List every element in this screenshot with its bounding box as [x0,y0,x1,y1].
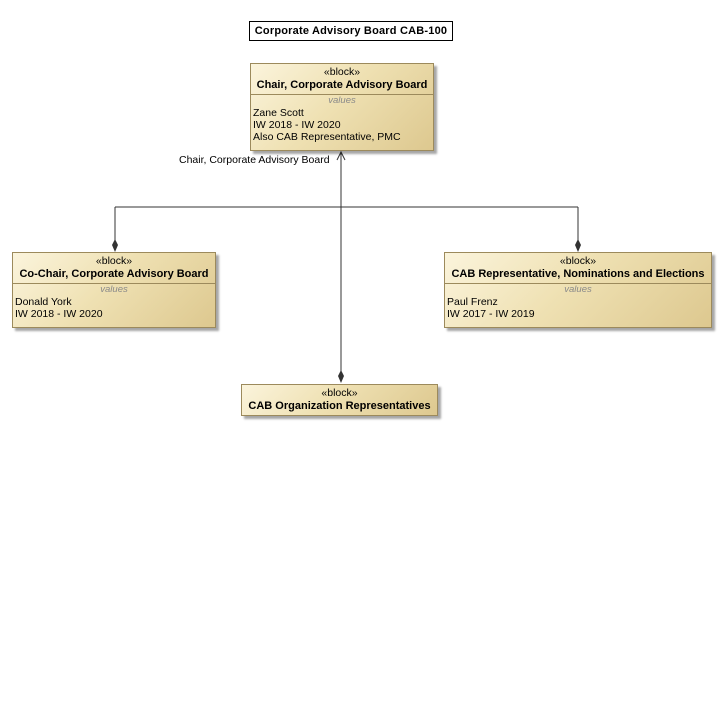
block-chair-header: «block» Chair, Corporate Advisory Board [251,64,433,94]
block-cochair[interactable]: «block» Co-Chair, Corporate Advisory Boa… [12,252,216,328]
values-label: values [100,284,128,295]
block-cochair-values-compartment: values Donald York IW 2018 - IW 2020 [13,283,215,320]
values-label: values [328,95,356,106]
block-nominations[interactable]: «block» CAB Representative, Nominations … [444,252,712,328]
block-cochair-value: IW 2018 - IW 2020 [15,308,103,320]
block-cochair-name: Co-Chair, Corporate Advisory Board [19,268,209,280]
org-reps-composition-diamond [338,370,344,383]
block-org-reps-name: CAB Organization Representatives [248,400,431,412]
block-org-reps[interactable]: «block» CAB Organization Representatives [241,384,438,416]
cochair-composition-diamond [112,239,118,252]
nominations-composition-diamond [575,239,581,252]
diagram-title: Corporate Advisory Board CAB-100 [249,21,453,41]
block-nominations-name: CAB Representative, Nominations and Elec… [451,268,705,280]
block-cochair-value: Donald York [15,296,72,308]
block-stereotype: «block» [323,66,361,78]
block-nominations-value: IW 2017 - IW 2019 [447,308,535,320]
block-nominations-value: Paul Frenz [447,296,498,308]
block-stereotype: «block» [321,387,358,399]
block-cochair-header: «block» Co-Chair, Corporate Advisory Boa… [13,253,215,283]
block-chair-values-compartment: values Zane Scott IW 2018 - IW 2020 Also… [251,94,433,143]
block-chair[interactable]: «block» Chair, Corporate Advisory Board … [250,63,434,151]
values-label: values [564,284,592,295]
block-chair-value: Also CAB Representative, PMC [253,131,401,143]
block-stereotype: «block» [559,255,597,267]
chair-arrowhead [336,150,346,161]
connector-role-label: Chair, Corporate Advisory Board [179,154,330,166]
block-chair-value: IW 2018 - IW 2020 [253,119,341,131]
block-nominations-header: «block» CAB Representative, Nominations … [445,253,711,283]
block-stereotype: «block» [95,255,133,267]
block-chair-name: Chair, Corporate Advisory Board [256,79,428,91]
block-nominations-values-compartment: values Paul Frenz IW 2017 - IW 2019 [445,283,711,320]
block-chair-value: Zane Scott [253,107,304,119]
block-org-reps-header: «block» CAB Organization Representatives [242,385,437,415]
